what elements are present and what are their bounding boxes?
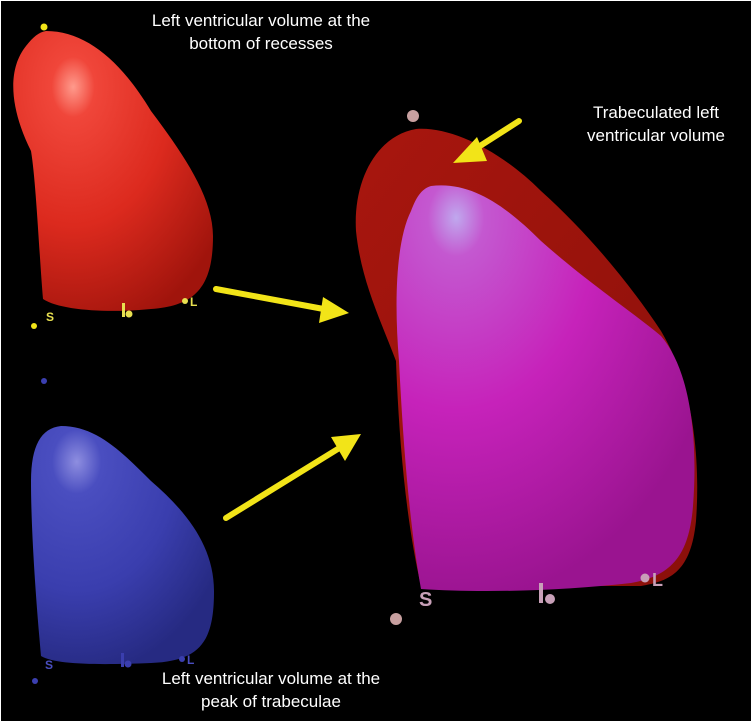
caption-line: ventricular volume bbox=[561, 124, 751, 147]
marker-dot bbox=[31, 323, 37, 329]
marker-dot bbox=[390, 613, 402, 625]
caption-line: Trabeculated left bbox=[561, 101, 751, 124]
caption-line: Left ventricular volume at the bbox=[111, 9, 411, 32]
marker-dot bbox=[41, 24, 48, 31]
marker-dot bbox=[407, 110, 419, 122]
arrow-red-to-combined bbox=[216, 289, 349, 323]
red-volume-caption: Left ventricular volume at the bottom of… bbox=[111, 9, 411, 55]
red-ventricle-volume bbox=[13, 31, 213, 311]
marker-dot bbox=[41, 378, 47, 384]
marker-dot bbox=[32, 678, 38, 684]
lateral-label: L bbox=[187, 653, 194, 667]
septal-label: S bbox=[419, 589, 432, 611]
magenta-ventricle-volume bbox=[397, 185, 695, 591]
arrow-blue-to-combined bbox=[226, 434, 361, 518]
lateral-label: L bbox=[190, 295, 197, 309]
blue-ventricle-volume bbox=[31, 426, 214, 664]
trabeculated-volume-caption: Trabeculated left ventricular volume bbox=[561, 101, 751, 147]
caption-line: peak of trabeculae bbox=[111, 690, 431, 713]
septal-label: S bbox=[45, 658, 53, 672]
blue-volume-caption: Left ventricular volume at the peak of t… bbox=[111, 667, 431, 713]
caption-line: bottom of recesses bbox=[111, 32, 411, 55]
caption-line: Left ventricular volume at the bbox=[111, 667, 431, 690]
lateral-label: L bbox=[652, 570, 663, 590]
septal-label: S bbox=[46, 310, 54, 324]
